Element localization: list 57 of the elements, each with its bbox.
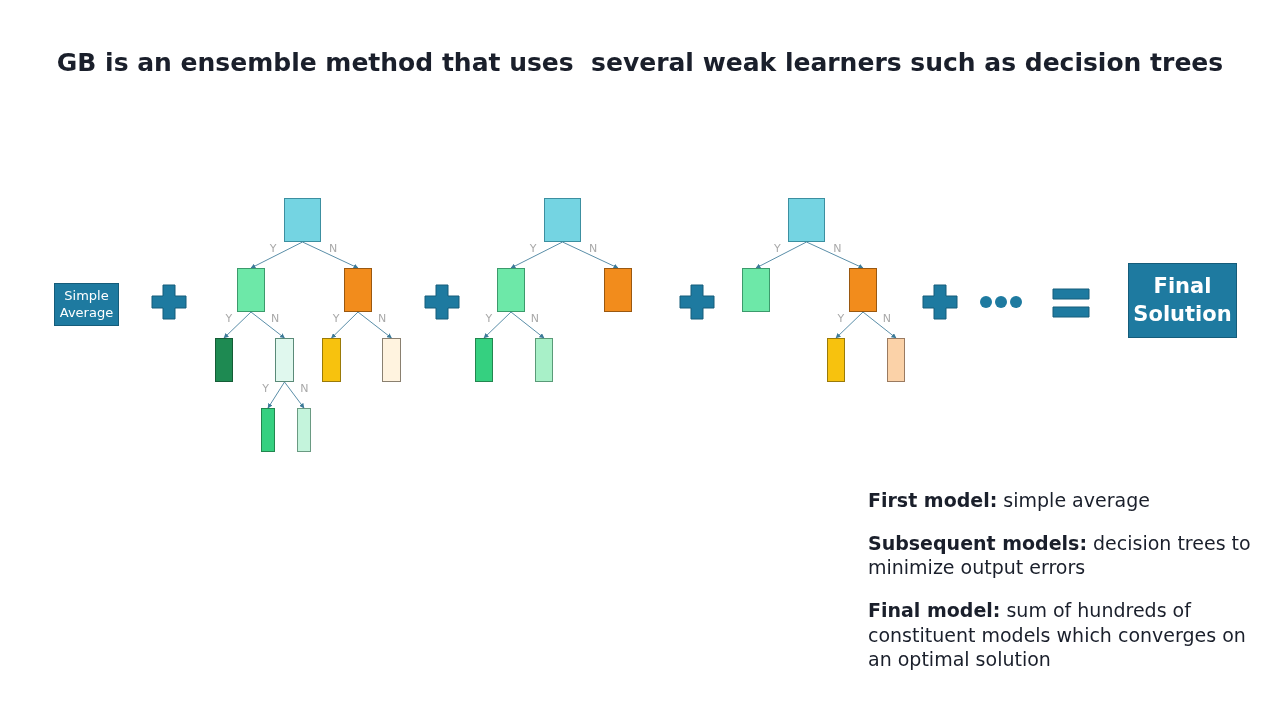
model-box: Simple Average [54,283,119,326]
edge-label: Y [529,241,537,255]
tree-node-box [284,198,321,242]
arrow [331,311,359,339]
arrow [835,311,864,339]
arrow [250,241,303,269]
tree-node-box [497,268,525,312]
tree-node-box [827,338,845,382]
tree-node-box [535,338,553,382]
arrow [250,311,285,339]
edge-label: Y [837,311,845,325]
arrow [510,311,545,339]
tree-node-box [788,198,825,242]
arrow [562,241,619,269]
edge-label: Y [485,311,493,325]
arrow [483,311,512,339]
tree-node-box [275,338,294,382]
tree-node-box [322,338,341,382]
arrow [755,241,807,269]
model-box: Final Solution [1128,263,1237,338]
edge-label: Y [332,311,340,325]
edge-label: Y [774,241,781,255]
tree-node-box [544,198,581,242]
tree-node-box [382,338,401,382]
arrow [267,381,285,409]
tree-node-box [604,268,632,312]
arrow [510,241,563,269]
tree-node-box [742,268,770,312]
arrow [862,311,897,339]
edge-label: N [329,241,338,255]
tree-node-box [297,408,311,452]
tree-node-box [475,338,493,382]
edge-label: Y [262,381,269,395]
edge-label: N [530,311,539,325]
edge-label: Y [269,241,277,255]
tree-node-box [215,338,233,382]
note-text: Final model: sum of hundreds of constituent models which converges on an optimal solution [868,598,1247,673]
edge-label: Y [225,311,233,325]
tree-node-box [237,268,265,312]
edge-label: N [882,311,891,325]
edge-label: N [300,381,309,395]
edge-label: N [589,241,598,255]
tree-node-box [849,268,877,312]
edge-label: N [270,311,280,325]
arrow [806,241,864,269]
arrow [223,311,252,339]
tree-node-box [261,408,275,452]
tree-node-box [887,338,905,382]
arrow [357,311,392,339]
tree-node-box [344,268,372,312]
arrow [302,241,359,269]
edge-label: N [833,241,842,255]
edge-label: N [377,311,387,325]
note-text: First model: simple average [868,488,1151,513]
title: GB is an ensemble method that uses several weak learners such as decision trees [55,48,1225,77]
note-text: Subsequent models: decision trees to minimize output errors [868,530,1252,581]
arrow [284,381,305,409]
